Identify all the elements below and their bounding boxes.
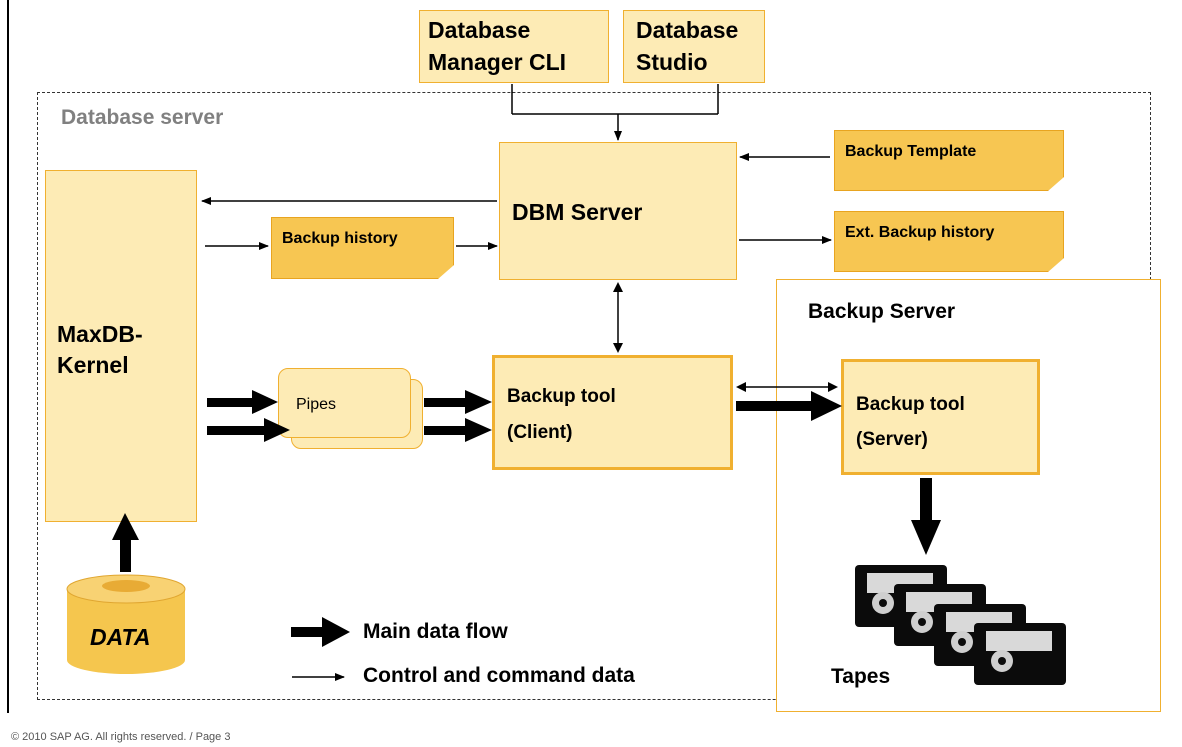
legend-main-flow-label: Main data flow xyxy=(363,620,508,643)
note-fold-icon xyxy=(1048,177,1064,191)
backup-tool-client-box: Backup tool (Client) xyxy=(492,355,733,470)
database-studio-box: Database Studio xyxy=(623,10,765,83)
note-fold-icon xyxy=(1048,258,1064,272)
server-to-tapes-arrow xyxy=(911,478,941,555)
database-manager-cli-line1: Database xyxy=(428,17,531,43)
backup-tool-server-box: Backup tool (Server) xyxy=(841,359,1040,475)
maxdb-kernel-line1: MaxDB- xyxy=(57,321,143,347)
clients-to-dbm-connector xyxy=(511,84,719,141)
backup-template-label: Backup Template xyxy=(845,143,977,160)
tapes-label: Tapes xyxy=(831,665,891,688)
client-server-bidirectional-arrow xyxy=(736,382,838,392)
dbm-server-label: DBM Server xyxy=(512,199,643,225)
backup-history-label: Backup history xyxy=(282,230,398,247)
pipes-label: Pipes xyxy=(296,396,337,413)
data-label: DATA xyxy=(90,624,151,650)
legend-main-flow-arrow xyxy=(291,617,350,647)
data-to-kernel-arrow xyxy=(112,513,139,572)
database-server-label: Database server xyxy=(61,106,224,129)
note-fold-icon xyxy=(438,265,454,279)
backup-tool-client-line1: Backup tool xyxy=(507,386,616,407)
backup-server-label: Backup Server xyxy=(808,300,956,323)
maxdb-kernel-box: MaxDB- Kernel xyxy=(45,170,197,522)
database-studio-line1: Database xyxy=(636,17,739,43)
backup-template-note: Backup Template xyxy=(834,130,1064,191)
legend-control-label: Control and command data xyxy=(363,664,635,687)
dbm-client-bidirectional-arrow xyxy=(613,282,623,353)
pipes-to-client-arrows xyxy=(424,390,492,442)
pipes-box: Pipes xyxy=(278,368,411,438)
maxdb-kernel-line2: Kernel xyxy=(57,352,129,378)
ext-backup-history-label: Ext. Backup history xyxy=(845,224,995,241)
kernel-to-pipes-arrows xyxy=(207,390,290,442)
backup-tool-client-line2: (Client) xyxy=(507,422,573,443)
copyright-footer: © 2010 SAP AG. All rights reserved. / Pa… xyxy=(11,731,231,743)
client-to-server-main-arrow xyxy=(736,391,842,421)
tape-cartridge-icon xyxy=(855,565,1066,685)
data-cylinder-icon xyxy=(66,574,186,674)
dbm-server-box: DBM Server xyxy=(499,142,737,280)
database-studio-line2: Studio xyxy=(636,49,708,75)
left-frame-line xyxy=(7,0,9,713)
backup-history-note: Backup history xyxy=(271,217,454,279)
database-manager-cli-box: Database Manager CLI xyxy=(419,10,609,83)
ext-backup-history-note: Ext. Backup history xyxy=(834,211,1064,272)
database-manager-cli-line2: Manager CLI xyxy=(428,49,567,75)
backup-tool-server-line1: Backup tool xyxy=(856,394,965,415)
backup-tool-server-line2: (Server) xyxy=(856,429,928,450)
